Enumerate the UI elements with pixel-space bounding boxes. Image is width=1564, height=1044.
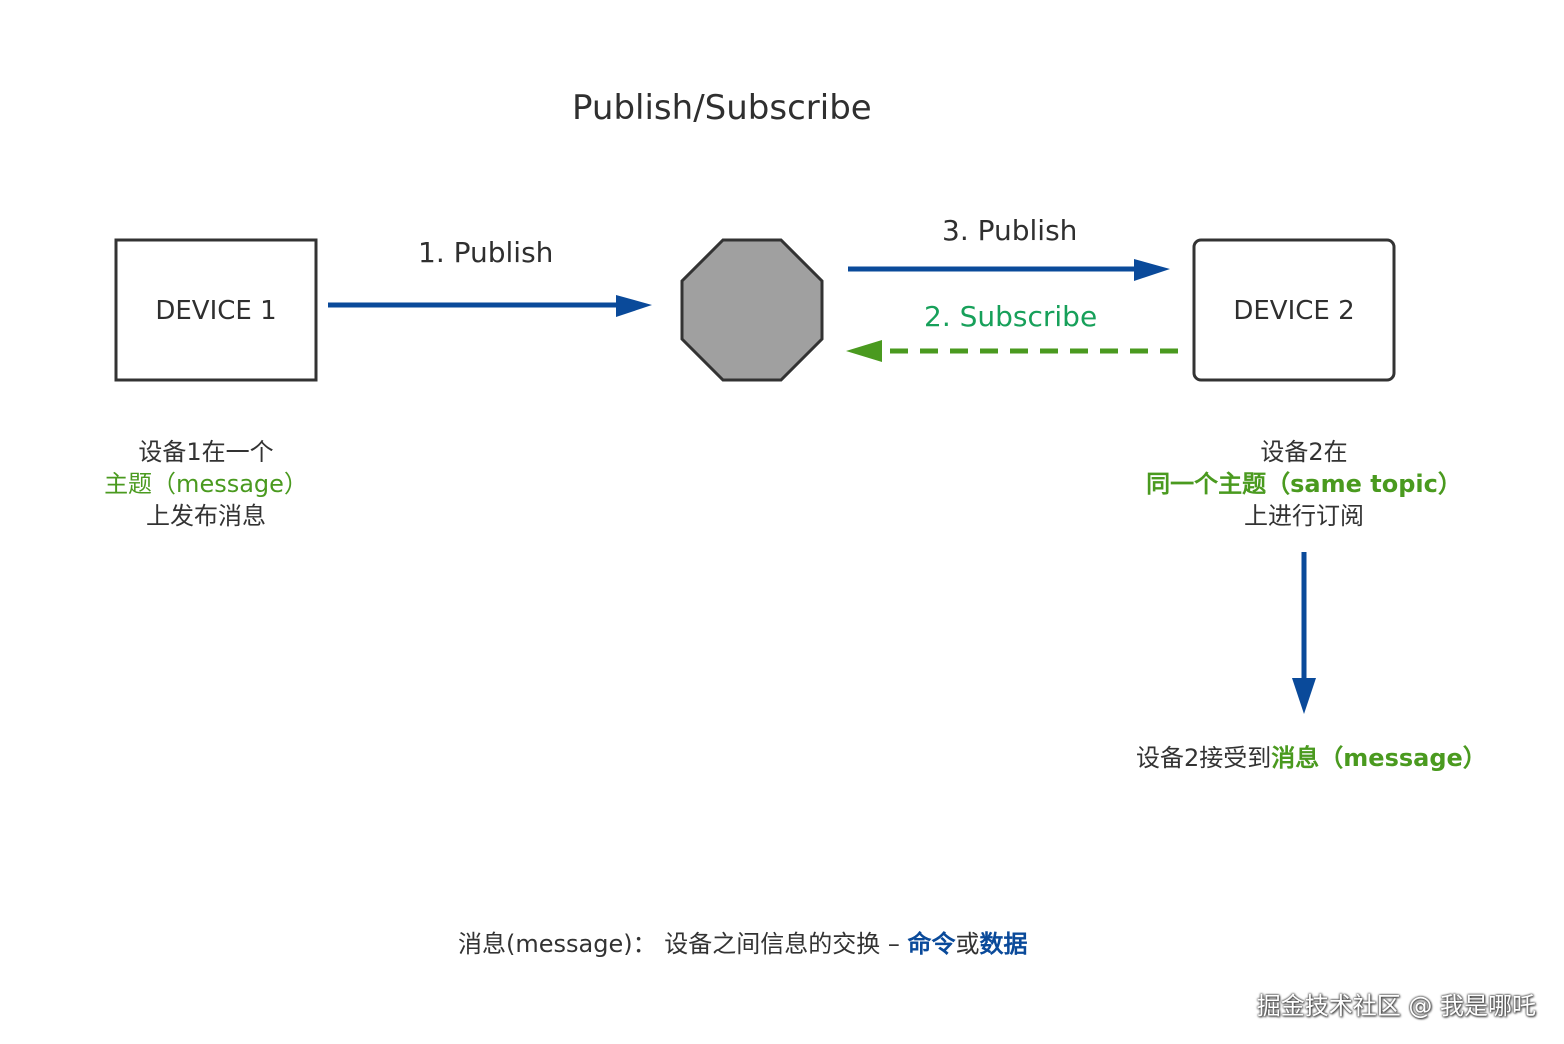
device1-label: DEVICE 1 — [155, 296, 277, 326]
device1-caption-line3: 上发布消息 — [146, 502, 266, 530]
delivery-arrowhead — [1292, 678, 1316, 714]
received-caption: 设备2接受到消息（message） — [1136, 742, 1487, 774]
device2-label: DEVICE 2 — [1233, 296, 1355, 326]
publish1-label: 1. Publish — [418, 236, 554, 269]
device1-caption-line2: 主题（message） — [104, 470, 308, 498]
publish1-arrowhead — [616, 295, 652, 317]
device2-box — [1192, 238, 1396, 382]
publish3-arrowhead — [1134, 259, 1170, 281]
footer-word2: 数据 — [979, 930, 1028, 958]
device2-caption-line3: 上进行订阅 — [1244, 502, 1364, 530]
subscribe2-label: 2. Subscribe — [924, 300, 1098, 333]
footer-word1: 命令 — [907, 930, 956, 958]
diagram-title: Publish/Subscribe — [572, 88, 872, 128]
footer-joiner: 或 — [955, 930, 980, 958]
watermark: 掘金技术社区 @ 我是哪吒 — [1256, 992, 1536, 1020]
publish3-label: 3. Publish — [942, 214, 1078, 247]
footer-prefix: 消息(message)： 设备之间信息的交换 – — [458, 930, 908, 958]
broker-octagon — [680, 238, 824, 382]
device1-caption: 设备1在一个 主题（message） 上发布消息 — [66, 436, 346, 532]
device2-caption-line2: 同一个主题（same topic） — [1146, 470, 1462, 498]
received-highlight: 消息（message） — [1271, 744, 1487, 772]
received-prefix: 设备2接受到 — [1136, 744, 1272, 772]
device1-caption-line1: 设备1在一个 — [138, 438, 274, 466]
device1-box — [114, 238, 318, 382]
device2-caption: 设备2在 同一个主题（same topic） 上进行订阅 — [1124, 436, 1484, 532]
footer-definition: 消息(message)： 设备之间信息的交换 – 命令或数据 — [458, 924, 1027, 959]
device2-caption-line1: 设备2在 — [1260, 438, 1348, 466]
subscribe2-arrowhead — [846, 340, 882, 362]
